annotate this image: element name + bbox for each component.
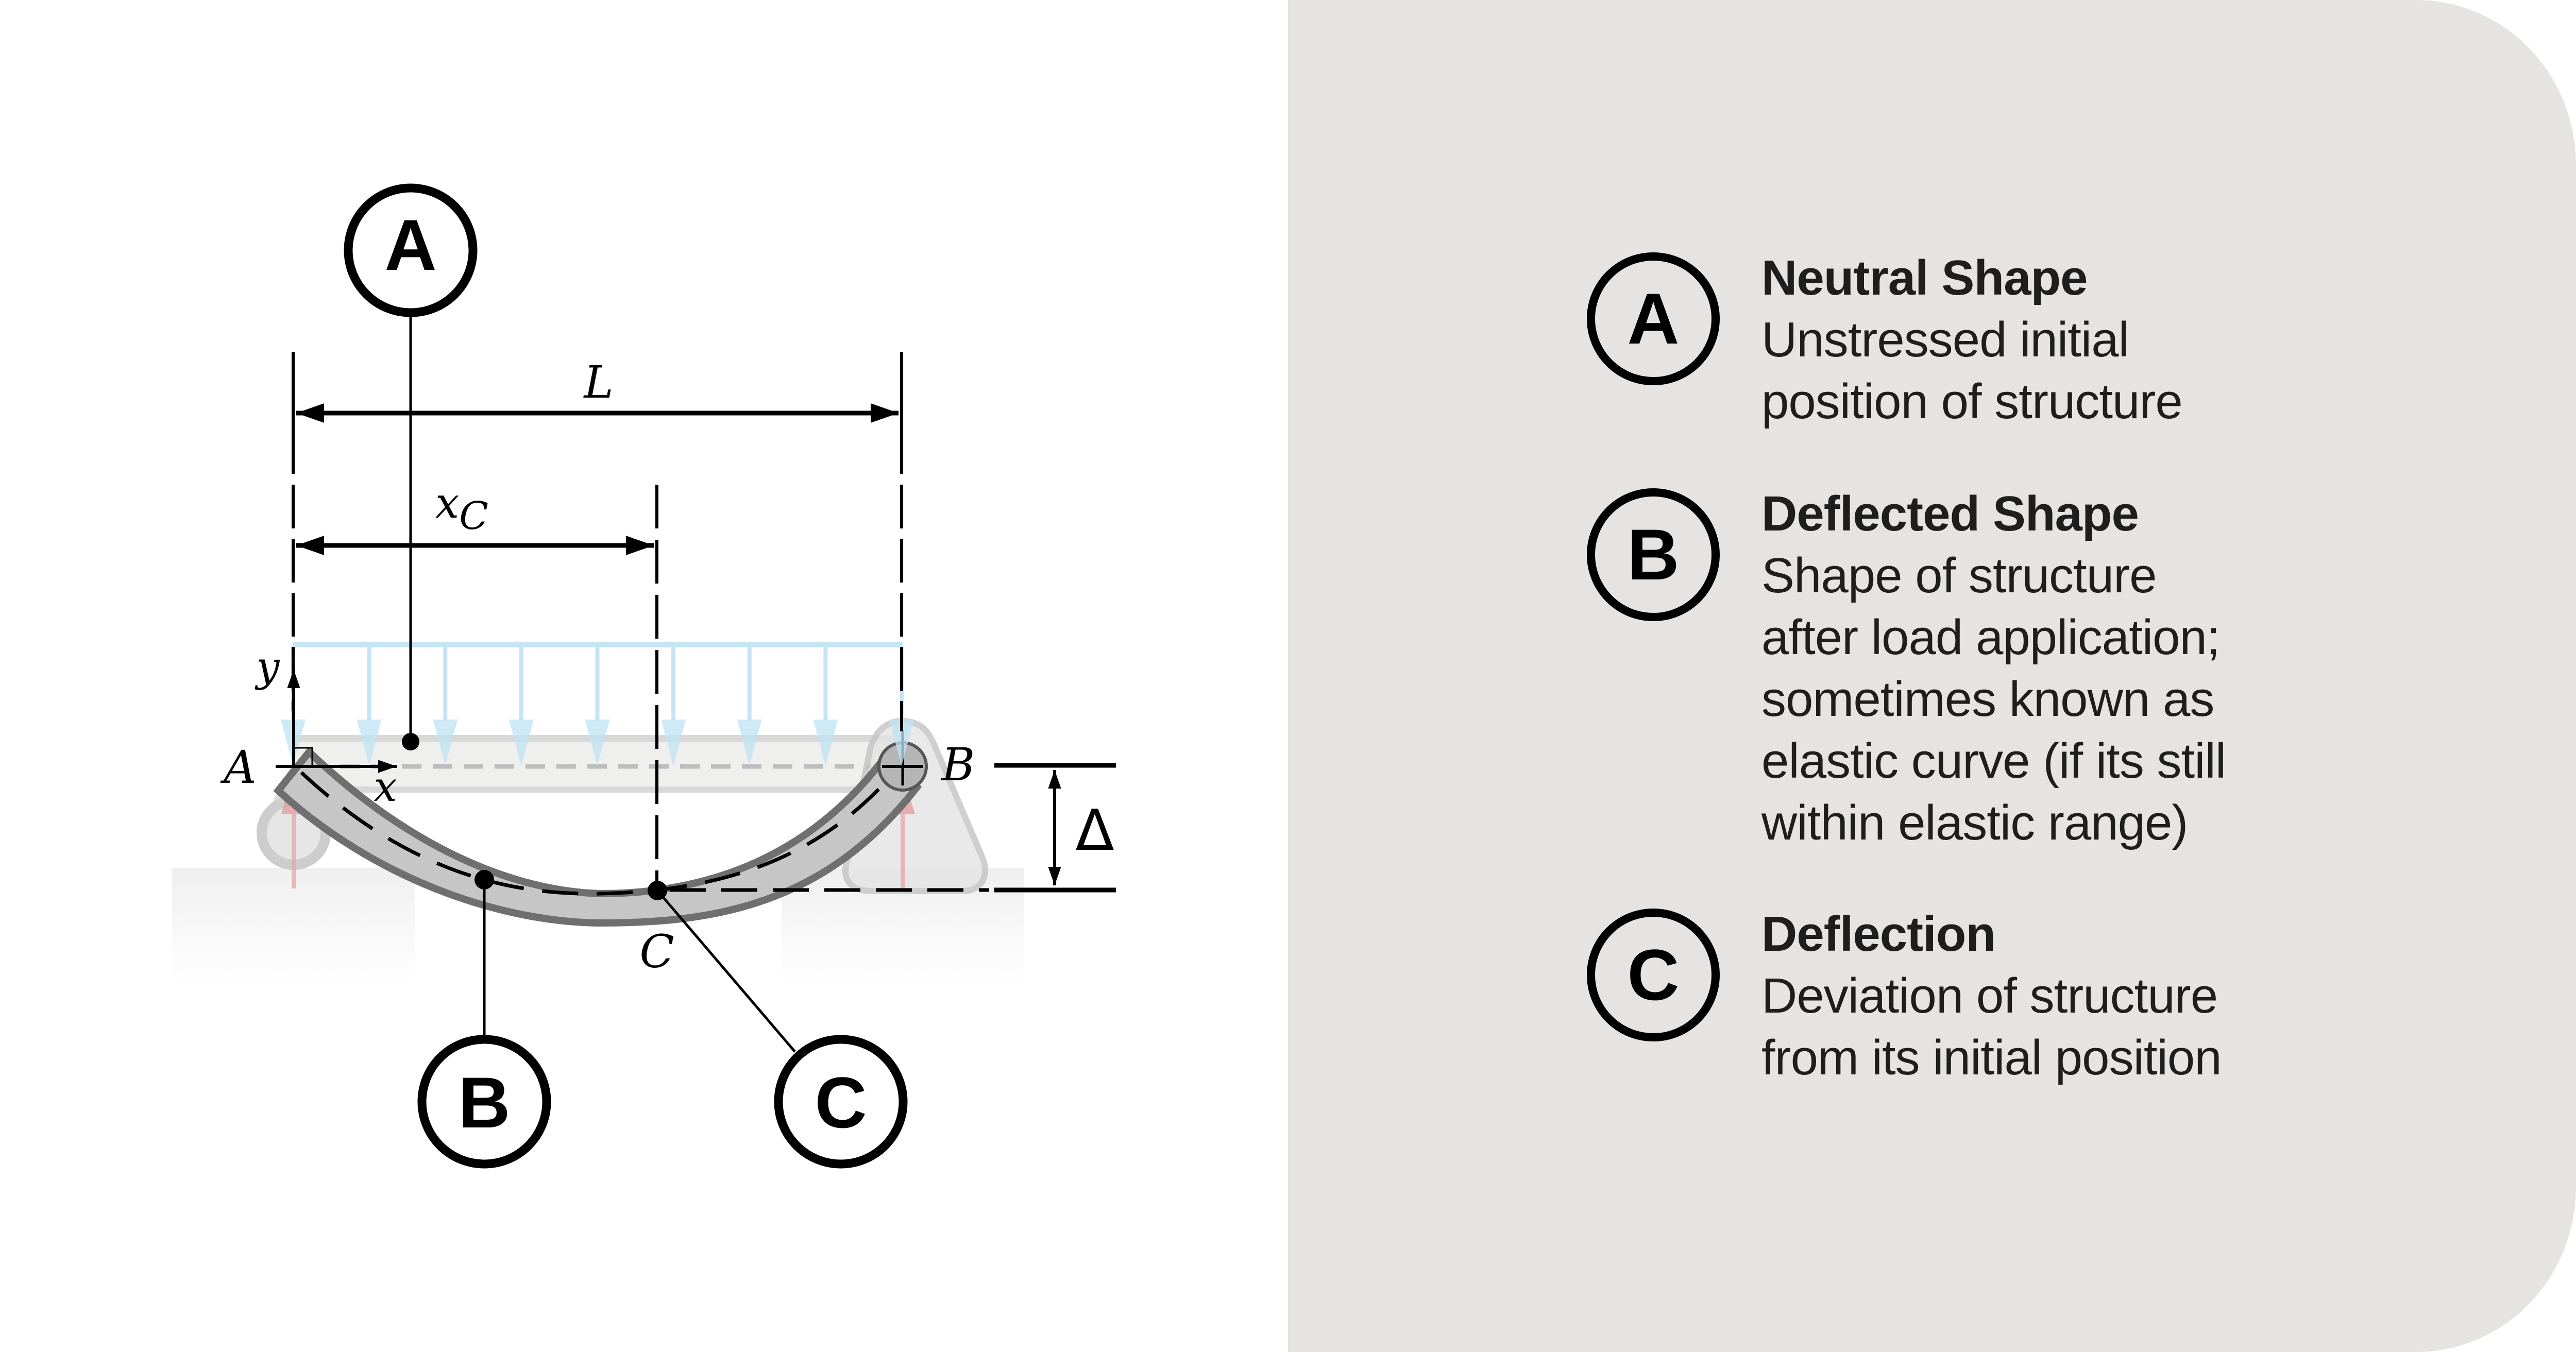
distributed-load bbox=[281, 642, 914, 766]
callout-badge-a: A bbox=[344, 183, 478, 317]
legend-badge-a: A bbox=[1587, 252, 1720, 385]
callout-badge-c: C bbox=[774, 1035, 908, 1169]
xc-label: xC bbox=[435, 479, 488, 538]
support-b-label: B bbox=[941, 738, 975, 791]
svg-text:B: B bbox=[458, 1062, 510, 1143]
svg-text:C: C bbox=[815, 1062, 867, 1143]
coordinate-axes: y x A B C bbox=[220, 643, 975, 978]
legend-desc-line: position of structure bbox=[1761, 374, 2183, 429]
legend-title: Neutral Shape bbox=[1761, 250, 2088, 305]
legend-desc-line: elastic curve (if its still bbox=[1761, 733, 2226, 789]
legend-title: Deflected Shape bbox=[1761, 486, 2139, 541]
legend-desc-line: Unstressed initial bbox=[1761, 312, 2129, 367]
legend-desc-line: within elastic range) bbox=[1761, 795, 2188, 850]
y-axis-label: y bbox=[255, 643, 280, 691]
point-c-label: C bbox=[639, 925, 674, 978]
legend-panel bbox=[1288, 0, 2576, 1352]
support-a-label: A bbox=[220, 741, 257, 794]
x-axis-label: x bbox=[374, 763, 397, 811]
callout-leaders bbox=[402, 317, 796, 1053]
legend-desc-line: Deviation of structure bbox=[1761, 968, 2218, 1023]
legend-desc-line: sometimes known as bbox=[1761, 672, 2214, 727]
legend-desc-line: Shape of structure bbox=[1761, 548, 2157, 603]
legend-badge-b: B bbox=[1587, 488, 1720, 621]
callout-c-dot bbox=[648, 881, 667, 900]
legend-badge-c: C bbox=[1587, 909, 1720, 1041]
legend-desc-line: from its initial position bbox=[1761, 1030, 2222, 1085]
callout-a-dot bbox=[402, 733, 419, 750]
dimension-l: L bbox=[292, 352, 903, 731]
callout-b-dot bbox=[474, 870, 494, 889]
legend-desc-line: after load application; bbox=[1761, 610, 2221, 665]
legend-title: Deflection bbox=[1761, 906, 1996, 962]
elastic-curve bbox=[300, 771, 895, 896]
delta-label: Δ bbox=[1075, 797, 1114, 863]
svg-text:A: A bbox=[384, 204, 436, 285]
dimension-delta: Δ bbox=[670, 763, 1116, 893]
callout-badge-b: B bbox=[417, 1035, 551, 1169]
span-label: L bbox=[583, 357, 613, 408]
dimension-xc: xC bbox=[296, 479, 658, 896]
